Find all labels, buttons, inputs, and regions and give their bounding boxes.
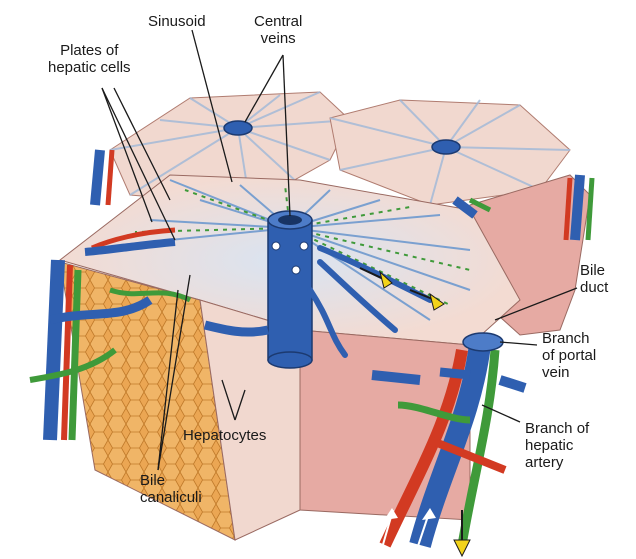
label-portal-vein-line-1: Branch bbox=[542, 330, 596, 347]
label-bile-canaliculi: Bile canaliculi bbox=[140, 472, 202, 506]
label-bile-duct-line-1: Bile bbox=[580, 262, 608, 279]
label-bile-canaliculi-line-2: canaliculi bbox=[140, 489, 202, 506]
label-branch-of-portal-vein: Branch of portal vein bbox=[542, 330, 596, 381]
label-plates-of-hepatic-cells: Plates of hepatic cells bbox=[48, 42, 131, 76]
label-sinusoid-line-1: Sinusoid bbox=[148, 13, 206, 30]
label-plates-line-1: Plates of bbox=[48, 42, 131, 59]
label-hepatic-artery-line-1: Branch of bbox=[525, 420, 589, 437]
label-bile-duct-line-2: duct bbox=[580, 279, 608, 296]
label-hepatic-artery-line-3: artery bbox=[525, 454, 589, 471]
label-hepatocytes: Hepatocytes bbox=[183, 427, 266, 444]
label-sinusoid: Sinusoid bbox=[148, 13, 206, 30]
label-central-veins-line-2: veins bbox=[254, 30, 302, 47]
label-bile-canaliculi-line-1: Bile bbox=[140, 472, 202, 489]
label-branch-of-hepatic-artery: Branch of hepatic artery bbox=[525, 420, 589, 471]
label-bile-duct: Bile duct bbox=[580, 262, 608, 296]
label-portal-vein-line-2: of portal bbox=[542, 347, 596, 364]
label-central-veins-line-1: Central bbox=[254, 13, 302, 30]
label-hepatocytes-line-1: Hepatocytes bbox=[183, 427, 266, 444]
label-hepatic-artery-line-2: hepatic bbox=[525, 437, 589, 454]
label-portal-vein-line-3: vein bbox=[542, 364, 596, 381]
label-plates-line-2: hepatic cells bbox=[48, 59, 131, 76]
label-central-veins: Central veins bbox=[254, 13, 302, 47]
